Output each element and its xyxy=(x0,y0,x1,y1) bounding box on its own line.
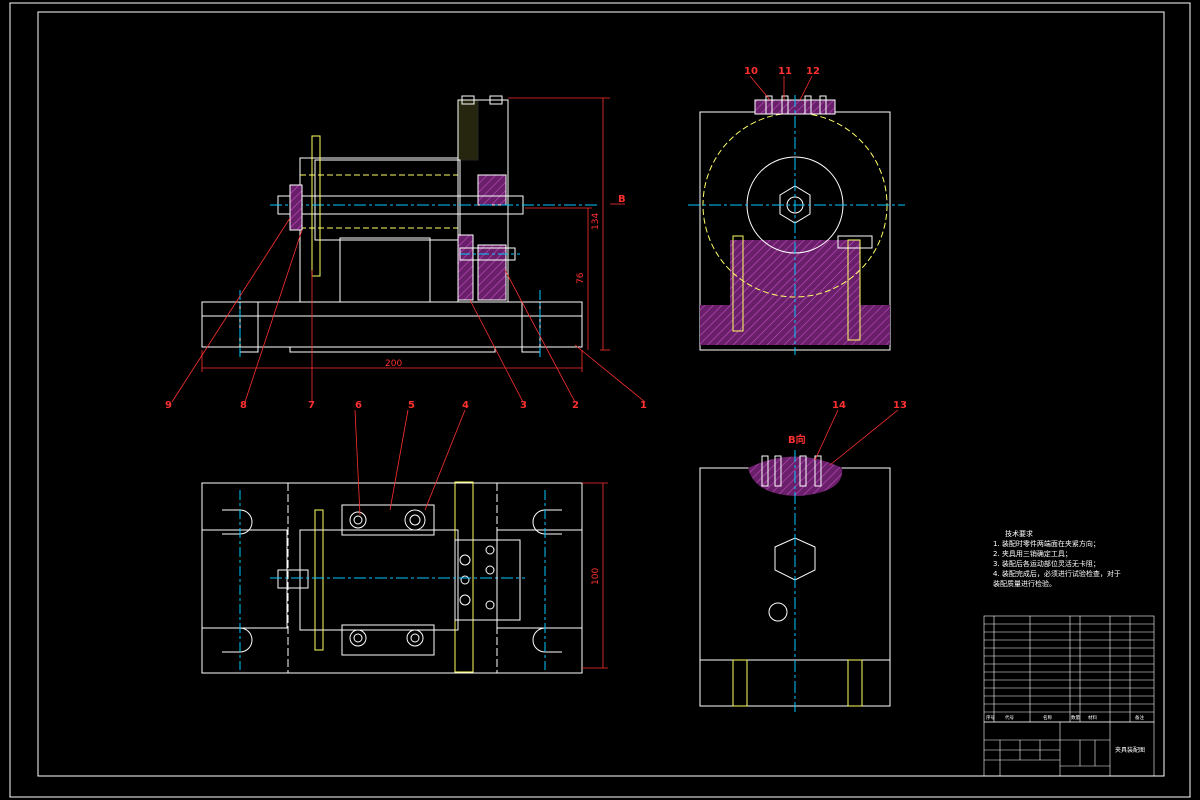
callout-6: 6 xyxy=(355,400,362,411)
top-view xyxy=(201,481,583,674)
view-b-label: B向 xyxy=(788,433,806,446)
title-block xyxy=(983,721,1155,777)
top-body xyxy=(299,529,459,631)
header-remark: 备注 xyxy=(1135,714,1144,721)
callout-14: 14 xyxy=(832,400,846,411)
tech-req-item: 装配质量进行检验。 xyxy=(993,579,1056,588)
dim-76: 76 xyxy=(576,272,586,284)
parts-list xyxy=(983,615,1155,723)
upright-plate xyxy=(457,99,509,303)
base-plate xyxy=(201,301,583,348)
header-name: 名称 xyxy=(1043,714,1052,721)
dim-134: 134 xyxy=(591,213,601,230)
callout-5: 5 xyxy=(408,400,415,411)
front-dimensions xyxy=(201,97,625,372)
callout-9: 9 xyxy=(165,400,172,411)
view-b xyxy=(699,450,891,712)
hatched-bushing xyxy=(477,174,507,206)
callout-8: 8 xyxy=(240,400,247,411)
header-qty: 数量 xyxy=(1071,714,1080,721)
callout-13: 13 xyxy=(893,400,907,411)
top-dimensions xyxy=(354,409,608,669)
header-code: 代号 xyxy=(1005,714,1014,721)
header-index: 序号 xyxy=(986,714,995,721)
callout-3: 3 xyxy=(520,400,527,411)
front-leaders xyxy=(171,217,646,403)
callout-1: 1 xyxy=(640,400,647,411)
callout-11: 11 xyxy=(778,66,792,77)
view-arrow-b: B xyxy=(618,194,626,205)
parts-header: 序号 代号 名称 数量 材料 备注 xyxy=(986,714,1144,721)
side-view xyxy=(688,95,905,355)
technical-requirements: 技术要求 1. 装配时零件两端面在夹紧方向； 2. 夹具用三销确定工具； 3. … xyxy=(993,529,1121,588)
tech-req-item: 1. 装配时零件两端面在夹紧方向； xyxy=(993,539,1100,548)
callout-2: 2 xyxy=(572,400,579,411)
sleeve xyxy=(314,159,461,241)
side-leaders xyxy=(749,75,813,101)
callout-10: 10 xyxy=(744,66,758,77)
tech-req-title: 技术要求 xyxy=(1005,529,1033,538)
inner-frame xyxy=(37,11,1165,777)
dim-200: 200 xyxy=(385,359,402,369)
tech-req-item: 3. 装配后各运动部位灵活无卡阻； xyxy=(993,559,1100,568)
front-view xyxy=(201,95,600,360)
callout-12: 12 xyxy=(806,66,820,77)
tech-req-item: 2. 夹具用三销确定工具； xyxy=(993,549,1072,558)
tech-req-item: 4. 装配完成后，必须进行试验检查，对于 xyxy=(993,569,1121,578)
dim-100: 100 xyxy=(591,568,601,585)
callout-7: 7 xyxy=(308,400,315,411)
view-b-leaders xyxy=(814,409,899,466)
callout-4: 4 xyxy=(462,400,469,411)
body-block xyxy=(299,157,459,303)
header-material: 材料 xyxy=(1088,714,1097,721)
outer-frame xyxy=(9,2,1191,798)
drawing-name: 夹具装配图 xyxy=(1115,746,1145,754)
